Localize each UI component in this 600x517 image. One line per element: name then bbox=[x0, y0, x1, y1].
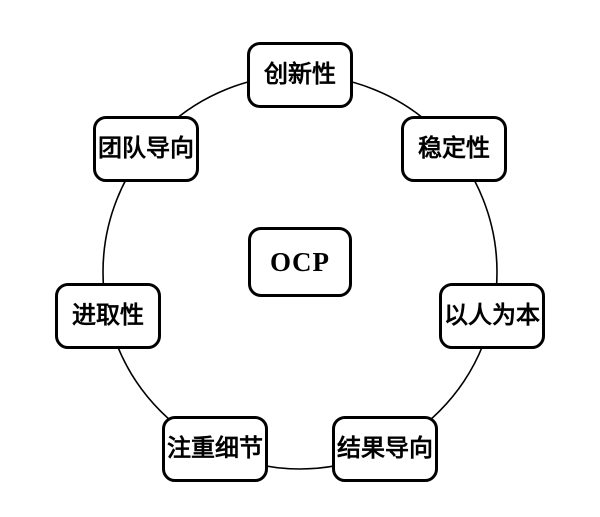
diagram-node-stability: 稳定性 bbox=[401, 116, 507, 182]
diagram-node-enterprising: 进取性 bbox=[55, 283, 161, 349]
diagram-node-people-oriented: 以人为本 bbox=[439, 283, 545, 349]
diagram-node-team-oriented: 团队导向 bbox=[93, 116, 199, 182]
diagram-node-innovation: 创新性 bbox=[247, 42, 353, 108]
diagram-node-detail-oriented: 注重细节 bbox=[162, 416, 268, 482]
diagram-node-result-oriented: 结果导向 bbox=[332, 416, 438, 482]
diagram-node-center-ocp: OCP bbox=[248, 227, 352, 297]
